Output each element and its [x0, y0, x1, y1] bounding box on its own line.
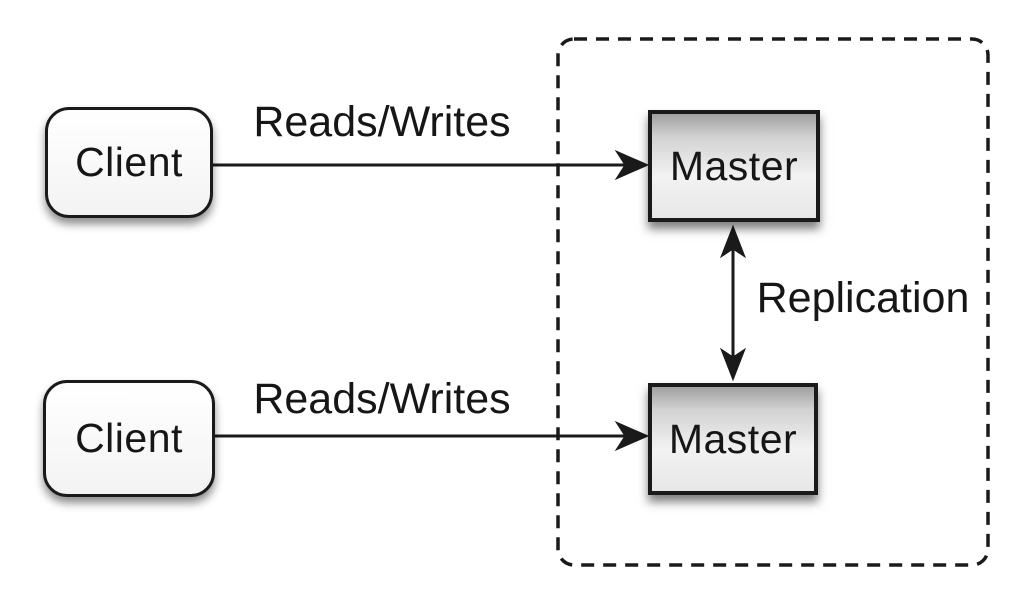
master-node-bottom: Master	[648, 383, 818, 495]
arrow-bottom-reads-writes	[215, 420, 650, 452]
arrow-top-reads-writes	[213, 149, 650, 181]
master-node-bottom-label: Master	[668, 415, 798, 462]
client-node-top-label: Client	[75, 139, 183, 185]
arrowhead-up	[719, 224, 747, 259]
arrowhead-down	[719, 347, 747, 382]
arrowhead-right-top	[614, 149, 650, 181]
master-node-top: Master	[648, 110, 820, 222]
client-node-top: Client	[45, 107, 213, 218]
edge-label-replication: Replication	[756, 274, 970, 322]
edge-label-top-reads-writes: Reads/Writes	[253, 98, 511, 146]
master-node-top-label: Master	[669, 142, 799, 189]
arrow-replication	[719, 224, 747, 382]
arrowhead-right-bottom	[614, 420, 650, 452]
client-node-bottom: Client	[43, 380, 215, 497]
replication-cluster-boundary	[556, 37, 990, 567]
edge-label-bottom-reads-writes: Reads/Writes	[253, 375, 511, 423]
client-node-bottom-label: Client	[75, 415, 183, 461]
